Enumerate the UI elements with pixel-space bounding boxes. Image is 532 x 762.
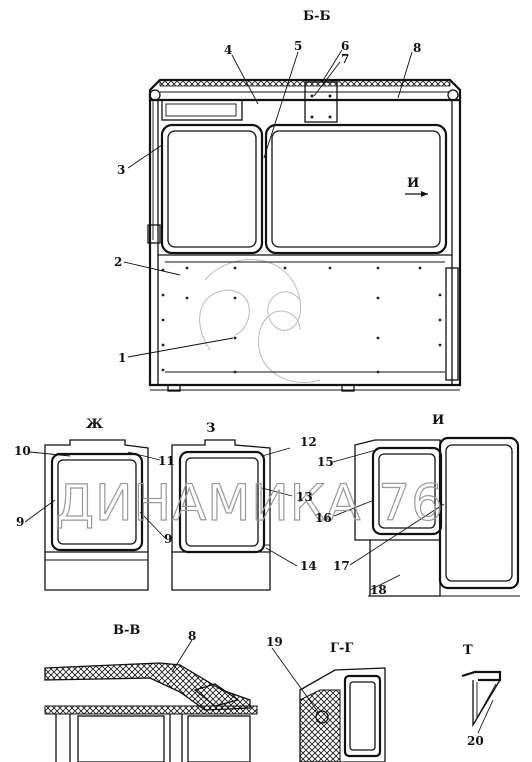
callout-3: 3 [117,163,125,177]
rivets [161,266,442,374]
callout-4: 4 [224,43,232,57]
small-view-leaders [24,447,445,591]
callout-9-left: 9 [16,515,24,529]
callout-6: 6 [341,39,349,53]
callout-18: 18 [370,583,387,597]
callout-19: 19 [266,635,283,649]
main-leaders [123,49,413,358]
watermark-logo [199,259,321,384]
callout-2: 2 [114,255,122,269]
section-leaders [171,639,494,734]
callout-7: 7 [341,52,349,66]
section-title-vv: В-В [113,623,140,638]
callout-5: 5 [294,39,302,53]
section-t [461,670,502,728]
view-z [171,439,271,591]
section-title-main: Б-Б [303,9,331,24]
callout-16: 16 [315,511,332,525]
callout-9-right: 9 [164,532,172,546]
callout-1: 1 [118,351,126,365]
section-title-t: Т [463,643,473,658]
section-gg [299,667,386,762]
callout-13: 13 [296,490,313,504]
view-arrow-label: И [407,176,419,191]
callout-8-section: 8 [188,629,196,643]
section-title-gg: Г-Г [330,641,353,656]
section-title-z: З [206,421,215,436]
view-i [354,436,520,597]
callout-20: 20 [467,734,484,748]
callout-12: 12 [300,435,317,449]
section-vv [44,662,258,762]
callout-8: 8 [413,41,421,55]
watermark-text: ДИНАМИКА 76 [55,474,444,532]
callout-10: 10 [14,444,31,458]
main-view [147,78,462,392]
callout-14: 14 [300,559,317,573]
callout-15: 15 [317,455,334,469]
section-title-i: И [432,413,444,428]
section-title-zh: Ж [86,417,103,432]
callout-17: 17 [333,559,350,573]
callout-11: 11 [158,454,175,468]
